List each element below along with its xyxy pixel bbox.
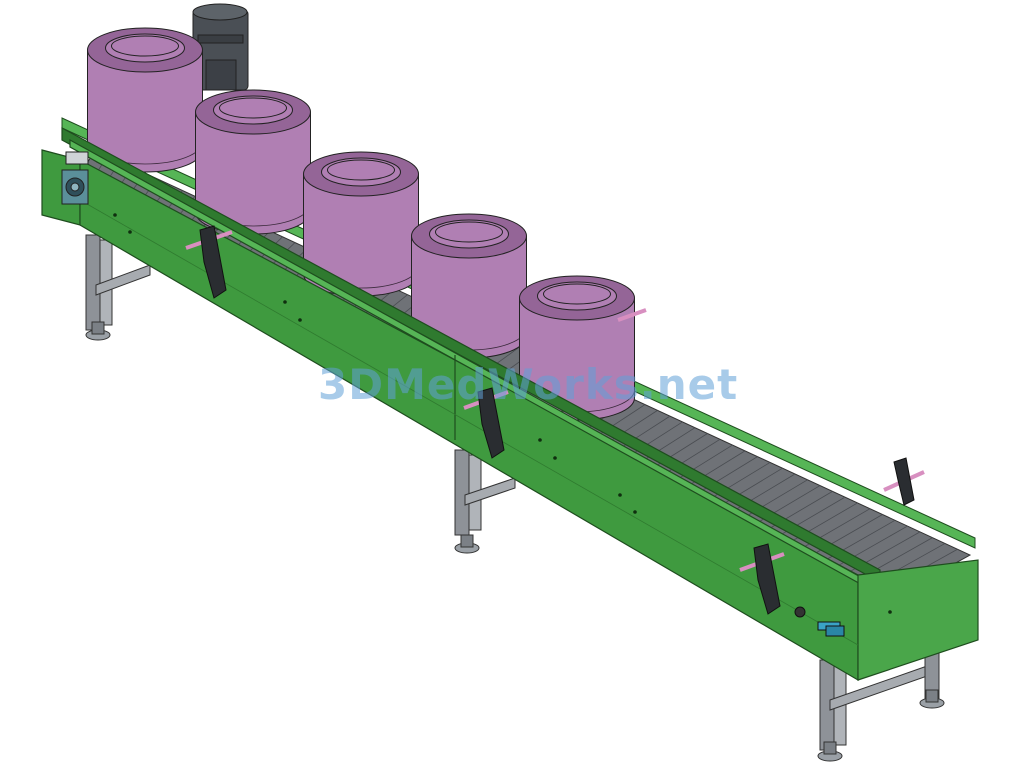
leg-middle — [454, 449, 516, 554]
bracket-icon — [185, 225, 233, 299]
right-end-cap — [857, 559, 979, 681]
bolt — [618, 493, 622, 497]
legs — [85, 234, 945, 762]
motor-icon — [192, 3, 249, 91]
bolts — [113, 213, 892, 614]
bracket-icon — [883, 457, 925, 506]
leg-left — [85, 234, 151, 341]
gearbox-icon — [61, 151, 89, 205]
barrel — [87, 27, 203, 173]
bolt — [553, 456, 557, 460]
front-frame — [41, 126, 979, 682]
barrel — [195, 89, 311, 235]
barrel — [303, 151, 419, 297]
leg-right-front — [817, 659, 931, 762]
sensor-icon — [794, 606, 845, 637]
brackets — [185, 225, 925, 615]
bolt — [538, 438, 542, 442]
bolt — [113, 213, 117, 217]
bolt — [633, 510, 637, 514]
bolt — [128, 230, 132, 234]
bolt — [888, 610, 892, 614]
barrel — [411, 213, 527, 359]
bolt — [298, 318, 302, 322]
bracket-icon — [463, 387, 509, 459]
leg-right-back — [919, 639, 945, 709]
barrel — [519, 275, 635, 421]
bolt — [283, 300, 287, 304]
bracket-icon — [739, 543, 785, 615]
